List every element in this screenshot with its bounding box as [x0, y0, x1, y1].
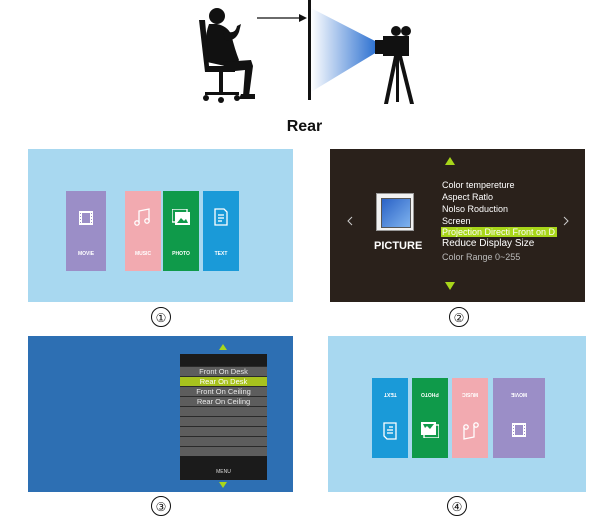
menu-item-color-temperature[interactable]: Color tempereture [442, 180, 515, 190]
dropdown-footer[interactable]: MENU [216, 469, 231, 475]
menu-item-noise-reduction[interactable]: Nolso Roduction [442, 204, 509, 214]
seated-person-icon [199, 8, 255, 103]
home-menu-screen: MOVIE MUSIC PHOTO TEXT [28, 149, 293, 302]
empty-row [180, 436, 267, 446]
projector-icon [375, 26, 414, 104]
light-beam [311, 8, 377, 92]
projection-direction-screen: Front On Desk Rear On Desk Front On Ceil… [28, 336, 293, 492]
menu-item-projection-direction[interactable]: Projection Directi Front on D [441, 227, 558, 237]
panel-number-2: ② [449, 307, 469, 327]
music-note-icon [463, 422, 479, 440]
projection-dropdown: Front On Desk Rear On Desk Front On Ceil… [180, 354, 267, 480]
tile-photo[interactable]: PHOTO [412, 378, 448, 458]
document-icon [383, 422, 397, 440]
tile-label: MUSIC [134, 251, 152, 257]
panel-number-1: ① [151, 307, 171, 327]
chevron-left-icon[interactable] [347, 216, 353, 226]
category-label: PICTURE [374, 240, 423, 252]
tile-label: PHOTO [172, 251, 190, 257]
menu-item-reduce-display-size[interactable]: Reduce Display Size [442, 238, 535, 249]
tile-movie[interactable]: MOVIE [66, 191, 106, 271]
option-front-on-desk[interactable]: Front On Desk [180, 366, 267, 376]
empty-row [180, 446, 267, 456]
option-front-on-ceiling[interactable]: Front On Ceiling [180, 386, 267, 396]
tile-music[interactable]: MUSIC [125, 191, 161, 271]
photo-icon [172, 209, 190, 225]
music-note-icon [134, 208, 150, 226]
empty-row [180, 406, 267, 416]
chevron-right-icon[interactable] [563, 216, 569, 226]
menu-item-aspect-ratio[interactable]: Aspect Ratlo [442, 192, 494, 202]
empty-row [180, 416, 267, 426]
panel-number-3: ③ [151, 496, 171, 516]
tile-label: TEXT [383, 391, 397, 397]
tile-label: MOVIE [510, 391, 528, 397]
triangle-down-icon[interactable] [219, 482, 227, 488]
tile-label: TEXT [214, 251, 228, 257]
tile-label: PHOTO [421, 391, 439, 397]
film-icon [79, 211, 93, 225]
option-rear-on-desk[interactable]: Rear On Desk [180, 376, 267, 386]
tile-text[interactable]: TEXT [372, 378, 408, 458]
triangle-up-icon[interactable] [219, 344, 227, 350]
menu-item-color-range[interactable]: Color Range 0~255 [442, 252, 521, 262]
menu-item-screen[interactable]: Screen [442, 216, 471, 226]
picture-icon [376, 193, 414, 231]
tile-text[interactable]: TEXT [203, 191, 239, 271]
film-icon [512, 423, 526, 437]
tile-music[interactable]: MUSIC [452, 378, 488, 458]
tile-movie[interactable]: MOVIE [493, 378, 545, 458]
rear-home-menu-screen: TEXT PHOTO MUSIC MOVIE [328, 336, 586, 492]
rear-projection-illustration [199, 0, 414, 104]
document-icon [214, 208, 228, 226]
panel-number-4: ④ [447, 496, 467, 516]
rear-caption: Rear [286, 118, 323, 135]
picture-settings-screen: PICTURE Color tempereture Aspect Ratlo N… [330, 149, 585, 302]
photo-icon [421, 422, 439, 438]
tile-label: MUSIC [461, 391, 479, 397]
tile-label: MOVIE [77, 251, 95, 257]
option-rear-on-ceiling[interactable]: Rear On Ceiling [180, 396, 267, 406]
arrow-right-icon [257, 14, 307, 22]
empty-row [180, 426, 267, 436]
tile-photo[interactable]: PHOTO [163, 191, 199, 271]
triangle-up-icon[interactable] [445, 157, 455, 165]
projection-screen [308, 0, 311, 100]
triangle-down-icon[interactable] [445, 282, 455, 290]
